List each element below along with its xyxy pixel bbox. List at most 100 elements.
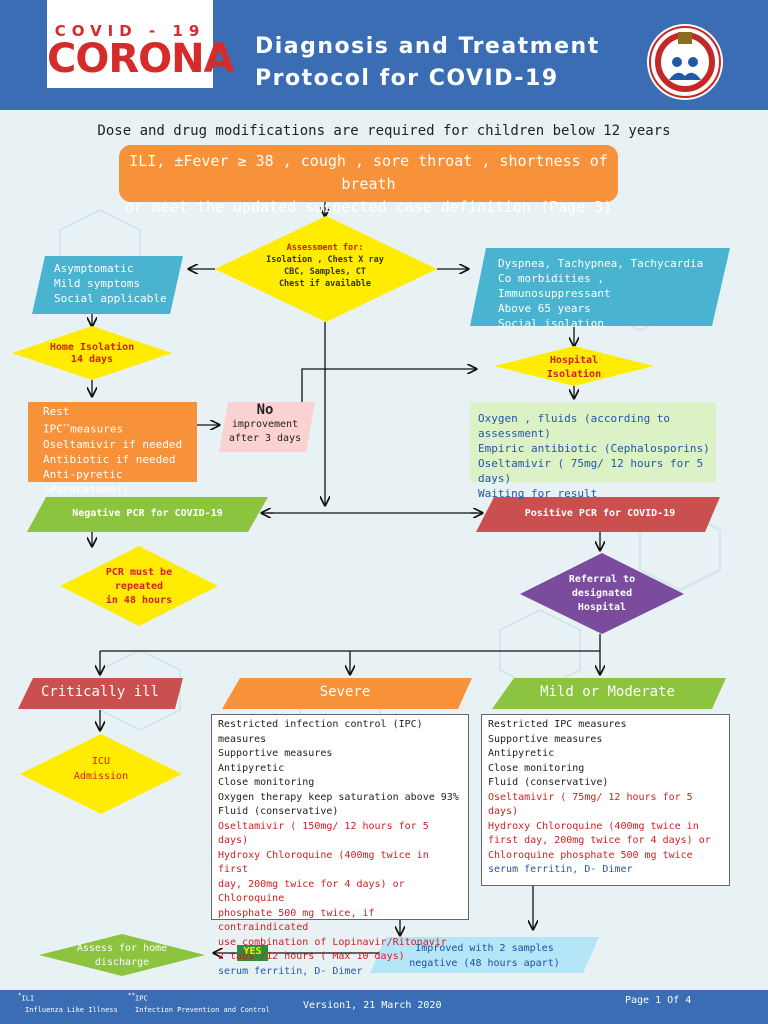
no-label: No [256, 402, 274, 418]
severe-drug-line: Hydroxy Chloroquine (400mg twice in firs… [218, 849, 429, 876]
home-care-line: Antibiotic if needed [43, 452, 176, 466]
mild-drug-line: Oseltamivir ( 75mg/ 12 hours for 5 days) [488, 791, 693, 818]
severe-line: Supportive measures [218, 748, 333, 759]
mild-drug-line: first day, 200mg twice for 4 days) or [488, 835, 711, 846]
page-title-line-1: Diagnosis and Treatment [255, 34, 600, 59]
severe-drug-line: phosphate 500 mg twice, if contraindicat… [218, 907, 375, 934]
severe-line: Close monitoring [218, 777, 315, 788]
negative-pcr-shape [27, 497, 268, 532]
mild-drug-line: Chloroquine phosphate 500 mg twice [488, 849, 693, 861]
referral-line: designated [571, 588, 633, 599]
connector-lines [92, 202, 600, 953]
referral-text: Referral to designated Hospital [552, 573, 652, 615]
mild-treatment-box: Restricted IPC measures Supportive measu… [481, 714, 730, 886]
ministry-seal-icon [647, 24, 723, 100]
dose-note: Dose and drug modifications are required… [97, 123, 671, 139]
ili-footnote-mark: * [18, 993, 22, 999]
ipc-abbr: IPC [135, 994, 148, 1003]
mild-line: Close monitoring [488, 762, 585, 774]
severe-drug-line: 2 tabs /12 hours ( Max 10 days) [218, 951, 405, 962]
assessment-diamond [215, 216, 437, 322]
home-care-line: Rest [43, 405, 70, 418]
home-isolation-line: Home Isolation [49, 342, 135, 353]
icu-diamond [20, 734, 182, 814]
assessment-text: Assessment for: Isolation , Chest X ray … [250, 242, 400, 290]
ipc-footnote-mark: ** [62, 423, 71, 430]
discharge-diamond [39, 934, 205, 976]
home-isolation-text: Home Isolation 14 days [32, 342, 152, 366]
home-care-line: Oseltamivir if needed [43, 437, 183, 451]
pcr-repeat-line: in 48 hours [105, 595, 173, 606]
yes-label: YES [243, 946, 262, 957]
mild-line: Antipyretic [488, 748, 555, 759]
assessment-title: Assessment for: [286, 243, 364, 253]
icu-text: ICU Admission [51, 754, 151, 784]
logo-subtitle: COVID - 19 [54, 22, 206, 40]
mild-moderate-label: Mild or Moderate [540, 684, 675, 700]
logo-title: CORONA [47, 36, 235, 82]
positive-pcr-shape [476, 497, 720, 532]
improved-line: Improved with 2 samples [415, 943, 554, 954]
dyspnea-line: Co morbidities , Immunosuppressant [498, 272, 611, 300]
mild-moderate-shape [492, 678, 726, 709]
icu-line: ICU [91, 756, 111, 767]
discharge-text: Assess for home discharge [67, 942, 177, 970]
asymptomatic-line: Mild symptoms [54, 277, 141, 290]
severe-line: Restricted infection control (IPC) measu… [218, 719, 423, 745]
hospital-care-line: Oxygen , fluids (according to assessment… [478, 412, 671, 440]
footer-ili-abbr: *ILI [18, 993, 34, 1002]
dyspnea-shape [470, 248, 730, 326]
dyspnea-line: Above 65 years [498, 302, 591, 315]
entry-line-1: ILI, ±Fever ≥ 38 , cough , sore throat ,… [129, 152, 608, 193]
improved-text: Improved with 2 samples negative (48 hou… [382, 941, 587, 971]
footer-ili-full: Influenza Like Illness [25, 1006, 118, 1014]
asymptomatic-line: Social applicable [54, 292, 167, 305]
page-title-line-2: Protocol for COVID-19 [255, 66, 559, 91]
mild-line: Supportive measures [488, 733, 603, 745]
asymptomatic-text: Asymptomatic Mild symptoms Social applic… [54, 261, 184, 306]
severe-line: Fluid (conservative) [218, 806, 339, 817]
dyspnea-line: Social isolation [498, 317, 604, 330]
home-isolation-diamond [12, 326, 172, 380]
hospital-care-line: Empiric antibiotic (Cephalosporins) [478, 442, 710, 455]
icu-line: Admission [73, 771, 129, 782]
severe-line: Antipyretic [218, 762, 285, 774]
mild-line: Fluid (conservative) [488, 777, 609, 788]
discharge-line: discharge [94, 957, 150, 968]
corona-logo: COVID - 19 CORONA [47, 0, 235, 88]
dyspnea-text: Dyspnea, Tachypnea, Tachycardia Co morbi… [498, 256, 718, 331]
entry-criteria-text: ILI, ±Fever ≥ 38 , cough , sore throat ,… [119, 150, 618, 219]
critically-ill-label: Critically ill [40, 684, 159, 700]
severe-label: Severe [319, 684, 371, 700]
asymptomatic-line: Asymptomatic [54, 262, 134, 275]
hospital-care-line: Oseltamivir ( 75mg/ 12 hours for 5 days) [478, 457, 704, 485]
no-improvement-line: after 3 days [228, 433, 302, 444]
severe-line: Oxygen therapy keep saturation above 93% [218, 791, 459, 803]
pcr-repeat-line: PCR must be [105, 567, 173, 578]
hospital-care-text: Oxygen , fluids (according to assessment… [478, 411, 718, 501]
pcr-repeat-diamond [60, 546, 218, 626]
discharge-line: Assess for home [76, 943, 168, 954]
entry-criteria-box [119, 145, 618, 202]
entry-line-2: or meet the updated suspected case defin… [124, 198, 613, 216]
mild-line: Restricted IPC measures [488, 719, 627, 730]
critically-ill-shape [18, 678, 183, 709]
home-care-line: Anti-pyretic (Paracetamol) [43, 467, 130, 496]
ili-abbr: ILI [21, 994, 35, 1003]
footer-ipc-abbr: **IPC [128, 993, 148, 1002]
hospital-care-line: Waiting for result [478, 487, 598, 500]
pcr-repeat-text: PCR must be repeated in 48 hours [89, 566, 189, 608]
hospital-isolation-text: Hospital Isolation [514, 354, 634, 382]
referral-line: Hospital [577, 602, 627, 613]
ipc-measures: measures [70, 422, 124, 436]
hospital-isolation-diamond [494, 346, 654, 386]
negative-pcr-text: Negative PCR for COVID-19 [72, 508, 223, 519]
ipc-abbr: IPC [43, 422, 63, 436]
assessment-line-3: Chest if available [278, 279, 372, 289]
footer-bar: *ILI Influenza Like Illness **IPC Infect… [0, 990, 768, 1024]
ipc-footnote-mark: ** [128, 993, 136, 999]
severe-drug-line: use combination of Lopinavir/Ritonavir [218, 936, 447, 948]
home-care-line: IPC**measures [43, 419, 198, 437]
hospital-care-box [470, 402, 716, 482]
referral-line: Referral to [568, 574, 636, 585]
